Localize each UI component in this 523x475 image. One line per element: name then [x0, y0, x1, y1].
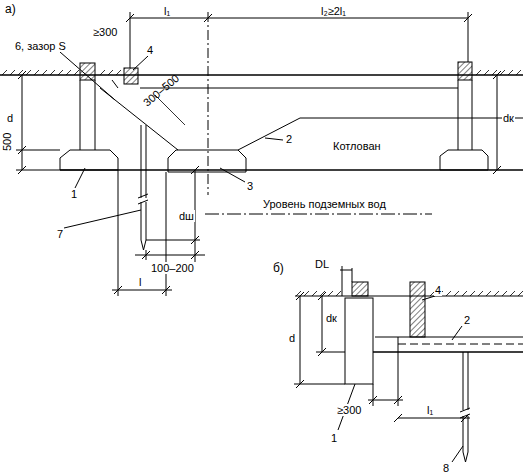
callout-label: б) — [272, 262, 285, 275]
callout-label: ≥300 — [336, 404, 362, 416]
callout-label: 500 — [1, 132, 13, 152]
callout-label: 6, зазор S — [14, 40, 67, 52]
callout-label: l₁ — [426, 404, 434, 416]
callout-label: 7 — [56, 228, 64, 240]
callout-label: а) — [4, 3, 17, 16]
callout-label: 4 — [434, 284, 442, 296]
note-label: Котлован — [332, 140, 382, 152]
note-label: Уровень подземных вод — [262, 198, 387, 210]
callout-label: 3 — [246, 180, 254, 192]
callout-label: 2 — [463, 314, 471, 326]
callout-label: 4 — [146, 44, 154, 56]
callout-label: 8 — [442, 462, 450, 474]
callout-label: 300–500 — [140, 71, 182, 109]
callout-label: l₂≥2l₁ — [320, 5, 347, 17]
callout-label: DL — [314, 258, 330, 270]
callout-label: dк — [325, 312, 338, 324]
callout-label: dк — [502, 112, 515, 124]
callout-label: l — [138, 276, 142, 288]
callout-label: dш — [178, 210, 195, 222]
callout-label: d — [6, 112, 14, 124]
callout-label: l₁ — [163, 5, 171, 17]
callout-label: 1 — [70, 188, 78, 200]
callout-label: 1 — [330, 432, 338, 444]
callout-label: ≥300 — [92, 26, 118, 38]
callout-label: 100–200 — [150, 262, 195, 274]
callout-label: 2 — [285, 133, 293, 145]
callout-label: d — [288, 332, 296, 344]
